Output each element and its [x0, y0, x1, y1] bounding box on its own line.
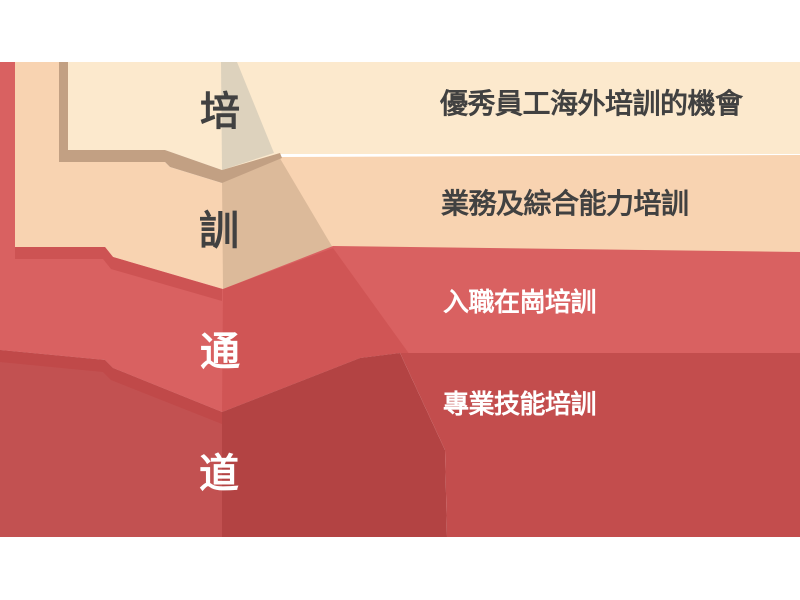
funnel-char-4: 道 [199, 452, 239, 496]
fold-strip-2 [15, 247, 222, 301]
band-label-4: 專業技能培訓 [443, 389, 597, 419]
funnel-char-2: 訓 [199, 209, 239, 253]
band2-face [15, 62, 800, 289]
band4-right-face [400, 353, 800, 537]
band-label-3: 入職在崗培訓 [443, 287, 597, 317]
band-label-2: 業務及綜合能力培訓 [441, 188, 689, 219]
funnel-char-3: 通 [200, 330, 240, 374]
band-label-1: 優秀員工海外培訓的機會 [440, 88, 743, 119]
band4-fold-wedge [222, 353, 447, 537]
fold-strip-3 [0, 350, 222, 424]
band3-face [0, 62, 800, 412]
funnel-char-1: 培 [200, 90, 240, 134]
band3-fold-wedge [222, 248, 410, 412]
band1-fold-wedge [221, 62, 274, 170]
fold-strip-1 [59, 62, 282, 183]
band2-fold-wedge [222, 155, 333, 289]
